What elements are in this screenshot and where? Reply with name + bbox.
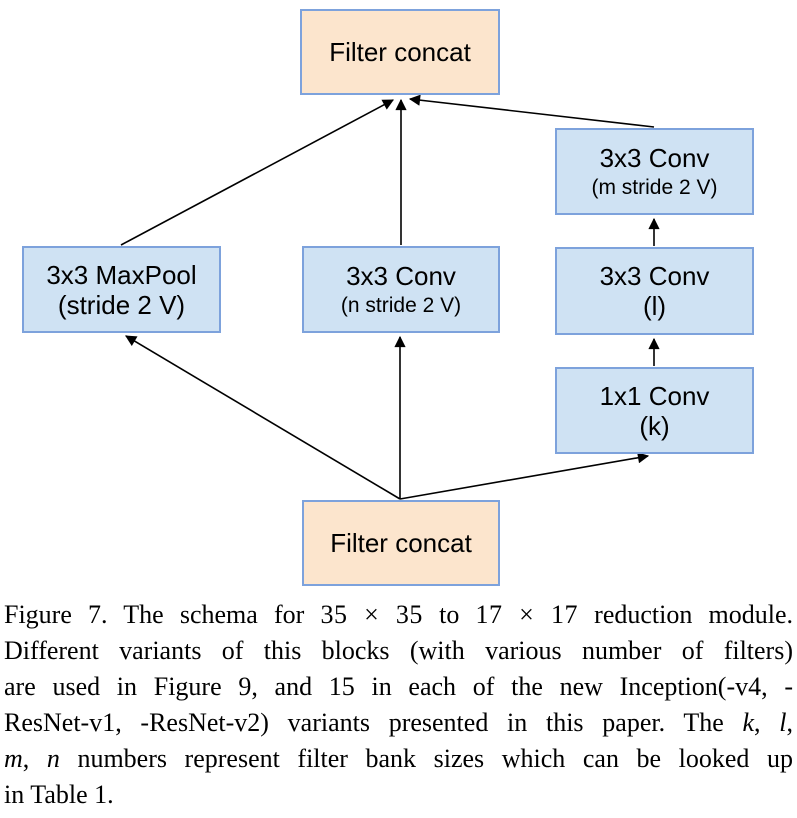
node-3x3-conv-l: 3x3 Conv (l) (555, 247, 754, 335)
arrow-conv-m-to-top-concat (408, 94, 655, 128)
node-3x3-conv-n: 3x3 Conv (n stride 2 V) (302, 246, 500, 333)
caption-variable: k (742, 708, 755, 737)
caption-variable: n (46, 744, 60, 773)
node-sublabel: (stride 2 V) (57, 289, 186, 320)
node-filter-concat-top: Filter concat (300, 9, 500, 95)
caption-line: Figure 7. The schema for 35 × 35 to 17 ×… (4, 597, 793, 633)
reduction-module-diagram: Filter concat 3x3 Conv (m stride 2 V) 3x… (22, 9, 754, 586)
caption-text: Figure 7. The schema for (4, 600, 321, 629)
caption-line: ResNet-v1, -ResNet-v2) variants presente… (4, 705, 793, 741)
node-label: 1x1 Conv (599, 380, 710, 411)
caption-text: are used in Figure 9, and 15 in each of … (4, 672, 793, 701)
node-3x3-maxpool: 3x3 MaxPool (stride 2 V) (22, 246, 221, 333)
node-sublabel: (m stride 2 V) (591, 175, 718, 199)
caption-text: numbers represent filter bank sizes whic… (59, 744, 793, 773)
caption-math: 17 × 17 (475, 600, 578, 629)
caption-text: , (754, 708, 780, 737)
caption-text: in Table 1. (4, 780, 114, 809)
node-label: 3x3 Conv (599, 142, 710, 173)
caption-math: 35 × 35 (320, 600, 423, 629)
node-label: 3x3 Conv (346, 260, 456, 291)
caption-text: Different variants of this blocks (with … (4, 636, 793, 665)
caption-text: to (422, 600, 476, 629)
node-label: 3x3 Conv (599, 261, 710, 291)
caption-line: in Table 1. (4, 777, 793, 813)
figure-caption: Figure 7. The schema for 35 × 35 to 17 ×… (4, 597, 793, 813)
caption-text: , (786, 708, 794, 737)
arrow-bottom-concat-to-maxpool (125, 335, 401, 500)
node-sublabel: (n stride 2 V) (340, 293, 462, 317)
caption-line: Different variants of this blocks (with … (4, 633, 793, 669)
caption-variable: m (4, 744, 23, 773)
arrow-bottom-concat-to-conv-k (399, 452, 650, 500)
node-sublabel: (k) (639, 410, 670, 441)
node-label: Filter concat (330, 527, 472, 558)
caption-line: are used in Figure 9, and 15 in each of … (4, 669, 793, 705)
node-1x1-conv-k: 1x1 Conv (k) (555, 367, 754, 454)
caption-text: reduction module. (578, 600, 793, 629)
caption-text: ResNet-v1, -ResNet-v2) variants presente… (4, 708, 743, 737)
arrow-maxpool-to-top-concat (120, 99, 394, 246)
node-sublabel: (l) (642, 291, 667, 321)
node-filter-concat-bottom: Filter concat (302, 500, 500, 586)
node-label: 3x3 MaxPool (46, 259, 197, 290)
caption-text: , (22, 744, 47, 773)
caption-line: m, n numbers represent filter bank sizes… (4, 741, 793, 777)
node-label: Filter concat (329, 36, 471, 67)
node-3x3-conv-m: 3x3 Conv (m stride 2 V) (555, 128, 754, 215)
caption-variable: l (779, 708, 787, 737)
